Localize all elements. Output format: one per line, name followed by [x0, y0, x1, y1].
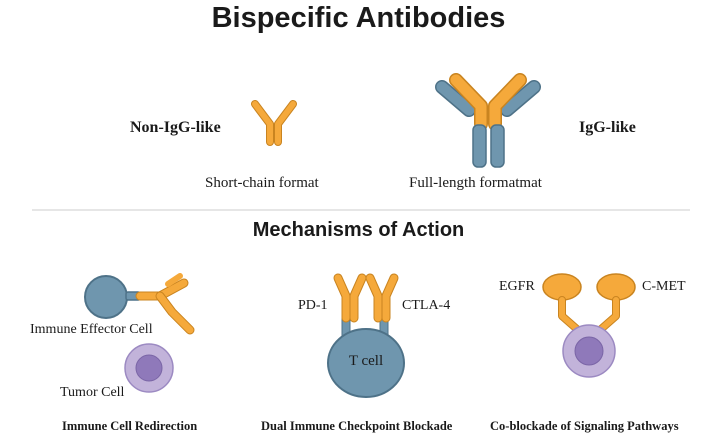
tumor-cell-label: Tumor Cell — [60, 385, 125, 400]
ctla4-label: CTLA-4 — [402, 298, 451, 313]
short-chain-antibody-icon — [251, 100, 297, 146]
non-igg-like-label: Non-IgG-like — [130, 119, 221, 136]
page-title: Bispecific Antibodies — [211, 2, 506, 34]
full-length-antibody-icon — [435, 73, 541, 168]
redirection-caption: Immune Cell Redirection — [62, 419, 198, 433]
checkpoint-caption: Dual Immune Checkpoint Blockade — [261, 419, 453, 433]
t-cell-label: T cell — [348, 353, 384, 369]
full-length-caption: Full-length formatmat — [409, 175, 542, 191]
pd1-label: PD-1 — [298, 298, 328, 313]
immune-effector-cell-label: Immune Effector Cell — [30, 322, 153, 337]
short-chain-caption: Short-chain format — [205, 175, 319, 191]
t-cell-icon — [327, 328, 405, 398]
immune-effector-cell-icon — [84, 275, 128, 319]
signaling-illustration — [542, 273, 636, 378]
cmet-label: C-MET — [642, 279, 686, 294]
igg-like-label: IgG-like — [579, 119, 636, 136]
egfr-label: EGFR — [499, 279, 535, 294]
signaling-caption: Co-blockade of Signaling Pathways — [490, 419, 679, 433]
checkpoint-illustration — [327, 273, 405, 398]
redirection-illustration — [84, 273, 195, 393]
mechanisms-heading: Mechanisms of Action — [252, 219, 465, 241]
